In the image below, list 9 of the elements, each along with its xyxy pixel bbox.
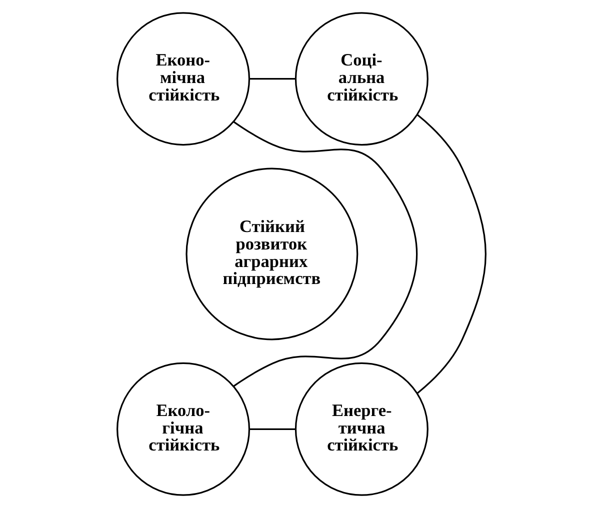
connector <box>417 114 486 394</box>
node-circle: Еконо- мічна стійкість <box>116 12 250 146</box>
node-circle: Енерге- тична стійкість <box>294 362 428 496</box>
connector <box>249 78 296 80</box>
connector <box>249 428 296 430</box>
node-circle: Еколо- гічна стійкість <box>116 362 250 496</box>
node-circle: Соці- альна стійкість <box>294 12 428 146</box>
node-circle: Стійкий розвиток аграрних підприємств <box>186 168 358 340</box>
connector <box>233 121 418 387</box>
